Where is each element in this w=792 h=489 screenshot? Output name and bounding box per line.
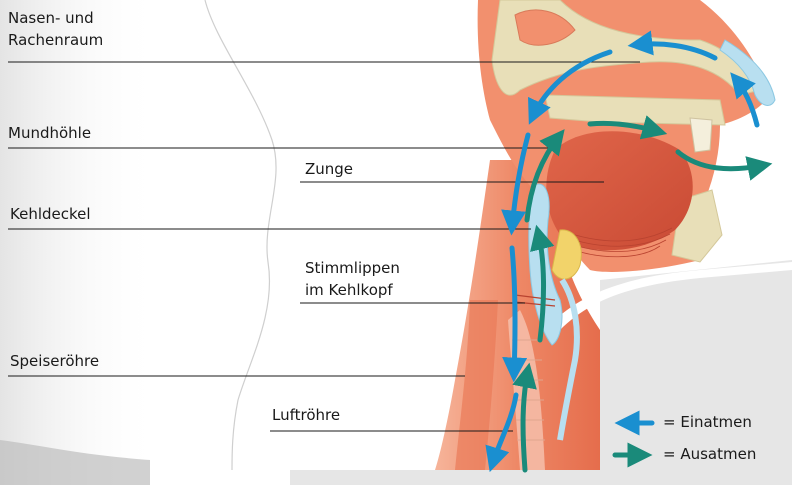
label-kehldeckel: Kehldeckel xyxy=(10,203,91,225)
label-mundhoehle: Mundhöhle xyxy=(8,122,91,144)
label-nasen-line1: Nasen- und xyxy=(8,7,103,29)
label-stimmlippen-kehlkopf: Stimmlippen im Kehlkopf xyxy=(305,257,400,301)
left-background-fade xyxy=(0,0,160,485)
label-nasen-line2: Rachenraum xyxy=(8,29,103,51)
legend-ausatmen: = Ausatmen xyxy=(663,445,756,463)
label-stimmlippen-line2: im Kehlkopf xyxy=(305,279,400,301)
silhouette-outline xyxy=(205,0,276,470)
label-speiseroehre: Speiseröhre xyxy=(10,350,99,372)
label-luftroehre: Luftröhre xyxy=(272,404,340,426)
label-nasen-rachenraum: Nasen- und Rachenraum xyxy=(8,7,103,51)
label-zunge: Zunge xyxy=(305,158,353,180)
label-stimmlippen-line1: Stimmlippen xyxy=(305,257,400,279)
legend-einatmen: = Einatmen xyxy=(663,413,752,431)
